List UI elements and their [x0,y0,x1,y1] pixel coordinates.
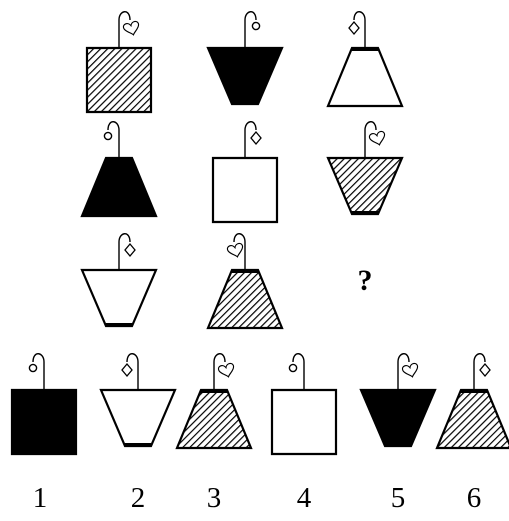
option-label-4: 4 [297,482,312,514]
circle-charm-icon [252,22,259,29]
trapezoid-hatched-body [177,390,251,448]
circle-charm-icon [29,364,36,371]
square-white-body [272,390,336,454]
grid-cell-r2-c2 [213,122,277,222]
heart-charm-icon [218,363,236,379]
diamond-charm-icon [251,132,261,144]
answer-option-5 [361,354,435,446]
answer-option-4 [272,354,336,454]
puzzle-grid: ? [82,12,402,328]
trapezoid-hatched-body [208,270,282,328]
grid-cell-r2-c3 [328,122,402,214]
answer-option-6 [437,354,509,448]
grid-cell-r1-c1 [87,12,151,112]
square-white-body [213,158,277,222]
option-labels: 1 2 3 4 5 6 [33,482,482,514]
grid-cell-r1-c3 [328,12,402,106]
option-label-6: 6 [467,482,482,514]
inverted-trapezoid-white-body [101,390,175,446]
diamond-charm-icon [125,244,135,256]
grid-cell-r3-c2 [208,234,282,328]
heart-charm-icon [123,21,141,37]
heart-charm-icon [402,363,420,379]
inverted-trapezoid-white-body [82,270,156,326]
square-black-body [12,390,76,454]
inverted-trapezoid-black-body [361,390,435,446]
inverted-trapezoid-black-body [208,48,282,104]
answer-option-1 [12,354,76,454]
trapezoid-hatched-body [437,390,509,448]
answer-option-3 [177,354,251,448]
heart-charm-icon [227,243,245,259]
grid-cell-r3-c1 [82,234,156,326]
diamond-charm-icon [349,22,359,34]
trapezoid-black-body [82,158,156,216]
answer-options [12,354,509,454]
grid-cell-r1-c2 [208,12,282,104]
inverted-trapezoid-hatched-body [328,158,402,214]
circle-charm-icon [104,132,111,139]
circle-charm-icon [289,364,296,371]
square-hatched-body [87,48,151,112]
option-label-2: 2 [131,482,146,514]
missing-cell-question-mark: ? [358,264,373,297]
option-label-1: 1 [33,482,48,514]
diamond-charm-icon [480,364,490,376]
answer-option-2 [101,354,175,446]
grid-cell-r2-c1 [82,122,156,216]
heart-charm-icon [369,131,387,147]
option-label-5: 5 [391,482,406,514]
option-label-3: 3 [207,482,222,514]
diamond-charm-icon [122,364,132,376]
trapezoid-white-body [328,48,402,106]
